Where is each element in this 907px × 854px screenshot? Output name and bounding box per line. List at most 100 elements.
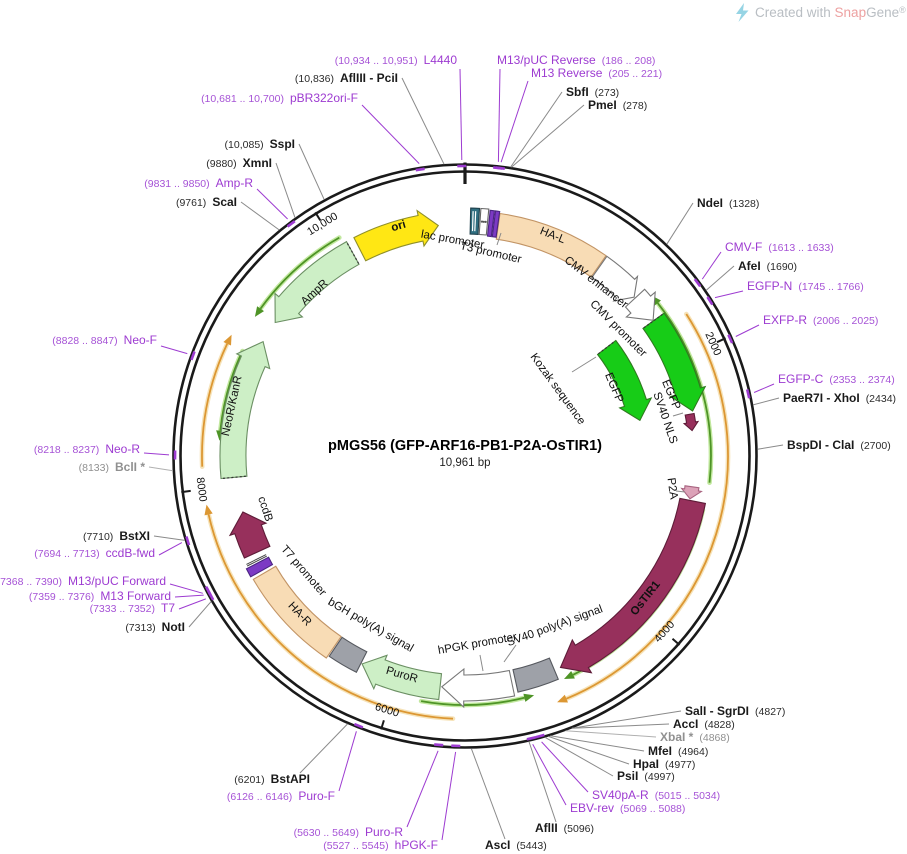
feature-arc-ccdb[interactable] xyxy=(228,511,271,559)
primer-label-part: Neo-R xyxy=(105,442,140,456)
enzyme-label[interactable]: (10,836)AflIII - PciI xyxy=(295,71,398,85)
enzyme-label-part: (4828) xyxy=(704,719,734,731)
feature-arc-ha-r[interactable] xyxy=(252,565,342,659)
feature-arc-ostir1[interactable] xyxy=(559,497,707,674)
feature-arc-hpgk-promoter[interactable] xyxy=(440,667,516,709)
enzyme-label[interactable]: AccI(4828) xyxy=(673,717,735,731)
enzyme-label-part: (10,836) xyxy=(295,73,334,85)
feature-glyph-t7-promoter[interactable] xyxy=(245,556,274,578)
primer-label[interactable]: (5527 .. 5545)hPGK-F xyxy=(323,838,438,852)
enzyme-label[interactable]: SalI - SgrDI(4827) xyxy=(685,704,785,718)
enzyme-label[interactable]: (9761)ScaI xyxy=(176,195,237,209)
primer-label[interactable]: M13 Reverse(205 .. 221) xyxy=(531,66,662,80)
enzyme-label[interactable]: (6201)BstAPI xyxy=(234,772,310,786)
enzyme-label[interactable]: NdeI(1328) xyxy=(697,196,759,210)
enzyme-label[interactable]: AflII(5096) xyxy=(535,821,594,835)
primer-label-part: pBR322ori-F xyxy=(290,91,358,105)
primer-site-mark xyxy=(727,334,734,344)
feature-glyph-promoter-a[interactable] xyxy=(486,209,496,238)
enzyme-label[interactable]: (9880)XmnI xyxy=(206,156,272,170)
feature-label[interactable]: P2A xyxy=(665,477,680,501)
feature-label[interactable]: T3 promoter xyxy=(459,240,523,266)
enzyme-callout-line xyxy=(470,748,506,840)
enzyme-label[interactable]: PsiI(4997) xyxy=(617,769,675,783)
feature-glyph-promoter-b[interactable] xyxy=(491,210,501,238)
feature-arc-cmv-promoter[interactable] xyxy=(624,288,656,321)
feature-box-sv40-polya[interactable] xyxy=(512,657,560,693)
enzyme-label[interactable]: MfeI(4964) xyxy=(648,744,708,758)
enzyme-callout-line xyxy=(544,736,614,777)
feature-arc-puror[interactable] xyxy=(361,654,443,701)
primer-label[interactable]: (10,681 .. 10,700)pBR322ori-F xyxy=(201,91,358,105)
enzyme-label-part: NdeI xyxy=(697,196,723,210)
enzyme-label[interactable]: XbaI *(4868) xyxy=(660,730,730,744)
features-layer xyxy=(219,207,707,709)
primer-label[interactable]: EGFP-C(2353 .. 2374) xyxy=(778,372,895,386)
primer-callout-line xyxy=(169,583,203,594)
primer-label[interactable]: CMV-F(1613 .. 1633) xyxy=(725,240,834,254)
feature-arc-cmv-enhancer[interactable] xyxy=(591,255,639,302)
enzyme-label[interactable]: PmeI(278) xyxy=(588,98,647,112)
feature-arc-ha-l[interactable] xyxy=(495,212,607,278)
primer-label[interactable]: (8828 .. 8847)Neo-F xyxy=(52,333,157,347)
enzyme-label[interactable]: AfeI(1690) xyxy=(738,259,797,273)
primer-label[interactable]: (5630 .. 5649)Puro-R xyxy=(294,825,404,839)
primer-label[interactable]: (7333 .. 7352)T7 xyxy=(90,601,176,615)
primer-label-part: (5015 .. 5034) xyxy=(655,790,720,802)
primer-callout-line xyxy=(406,750,439,828)
primer-callout-line xyxy=(158,542,183,556)
primer-label[interactable]: M13/pUC Reverse(186 .. 208) xyxy=(497,53,655,67)
feature-box-bgh-polya[interactable] xyxy=(328,636,368,674)
feature-arc-egfp-inner[interactable] xyxy=(596,339,653,422)
primer-label[interactable]: (7694 .. 7713)ccdB-fwd xyxy=(34,546,155,560)
feature-label[interactable]: Kozak sequence xyxy=(528,351,588,427)
primer-callout-line xyxy=(160,345,188,355)
enzyme-label[interactable]: (8133)BclI * xyxy=(79,460,146,474)
primer-label[interactable]: SV40pA-R(5015 .. 5034) xyxy=(592,788,720,802)
enzyme-label[interactable]: PaeR7I - XhoI(2434) xyxy=(783,391,896,405)
enzyme-label[interactable]: AscI(5443) xyxy=(485,838,547,852)
enzyme-label[interactable]: HpaI(4977) xyxy=(633,757,695,771)
primer-label[interactable]: EXFP-R(2006 .. 2025) xyxy=(763,313,878,327)
primer-callout-line xyxy=(753,383,775,393)
enzyme-label[interactable]: SbfI(273) xyxy=(566,85,619,99)
enzyme-label[interactable]: (7313)NotI xyxy=(125,620,185,634)
primer-label[interactable]: (6126 .. 6146)Puro-F xyxy=(227,789,335,803)
primer-label-part: (5527 .. 5545) xyxy=(323,840,388,852)
feature-callout-line xyxy=(571,356,597,373)
primer-label-part: EBV-rev xyxy=(570,801,614,815)
feature-arc-ori[interactable] xyxy=(353,209,440,262)
enzyme-label-part: NotI xyxy=(162,620,185,634)
enzyme-label[interactable]: (10,085)SspI xyxy=(225,137,295,151)
feature-label[interactable]: ori xyxy=(390,219,407,235)
orf-arrowhead xyxy=(523,693,535,702)
primer-label-part: T7 xyxy=(161,601,175,615)
primer-label[interactable]: (10,934 .. 10,951)L4440 xyxy=(335,53,458,67)
feature-arc-egfp[interactable] xyxy=(642,312,707,412)
primer-label[interactable]: (7359 .. 7376)M13 Forward xyxy=(29,589,171,603)
primer-label[interactable]: (9831 .. 9850)Amp-R xyxy=(144,176,253,190)
primer-label[interactable]: (7368 .. 7390)M13/pUC Forward xyxy=(0,574,166,588)
feature-label[interactable]: hPGK promoter xyxy=(437,631,518,657)
primer-callout-line xyxy=(735,324,760,337)
enzyme-label-part: (4868) xyxy=(699,732,729,744)
primer-label-part: Puro-F xyxy=(298,789,335,803)
enzyme-label[interactable]: BspDI - ClaI(2700) xyxy=(787,438,891,452)
feature-arc-ampr[interactable] xyxy=(274,240,360,324)
primer-label-part: (10,934 .. 10,951) xyxy=(335,55,418,67)
primer-label-part: (8218 .. 8237) xyxy=(34,444,99,456)
enzyme-callout-line xyxy=(571,723,670,729)
primer-label[interactable]: EBV-rev(5069 .. 5088) xyxy=(570,801,685,815)
primer-label[interactable]: (8218 .. 8237) Neo-R xyxy=(34,442,140,456)
enzyme-label[interactable]: (7710)BstXI xyxy=(83,529,150,543)
primer-label-part: (7694 .. 7713) xyxy=(34,548,99,560)
feature-arc-p2a[interactable] xyxy=(680,485,703,500)
enzyme-callout-line xyxy=(757,444,784,450)
feature-arc-neor-kanr[interactable] xyxy=(219,340,271,480)
primer-label[interactable]: EGFP-N(1745 .. 1766) xyxy=(747,279,864,293)
primer-label-part: (7368 .. 7390) xyxy=(0,576,62,588)
primer-label-part: M13/pUC Reverse xyxy=(497,53,596,67)
feature-arc-sv40-nls[interactable] xyxy=(682,412,700,432)
enzyme-callout-line xyxy=(148,466,173,472)
